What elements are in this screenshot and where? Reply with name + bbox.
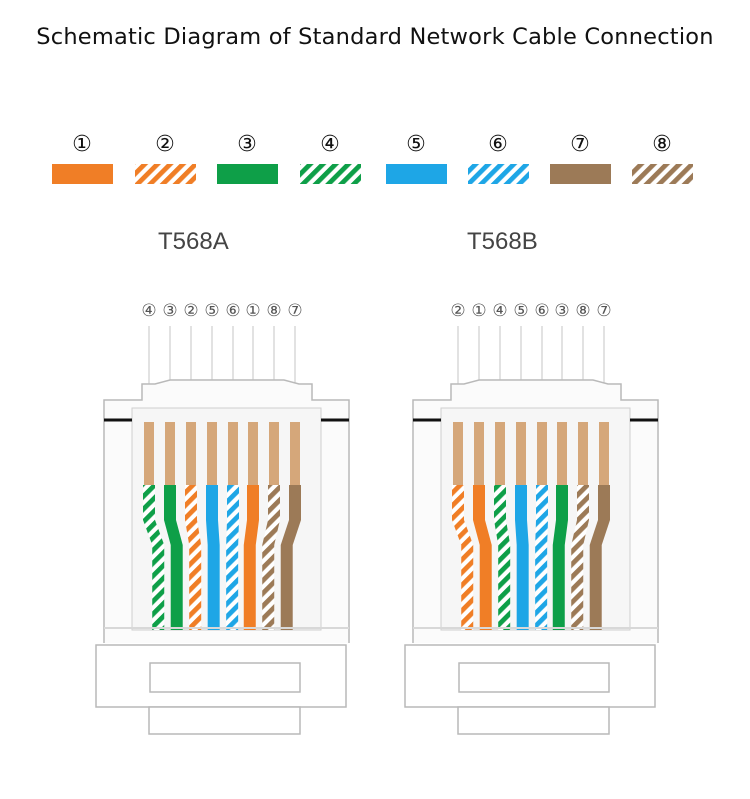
pin-number-label: ⑥ (534, 301, 549, 321)
legend-number: ③ (237, 132, 257, 157)
pin-number-label: ③ (162, 301, 177, 321)
standard-label: T568A (158, 228, 229, 255)
legend-number: ⑤ (406, 132, 426, 157)
pin-number-label: ③ (554, 301, 569, 321)
pin-number-label: ④ (492, 301, 507, 321)
gold-contact (165, 422, 175, 485)
wire-6 (226, 485, 239, 630)
gold-contact (207, 422, 217, 485)
wire-7 (589, 485, 610, 630)
pin-number-label: ⑥ (225, 301, 240, 321)
wire-8 (571, 485, 589, 630)
gold-contact (578, 422, 588, 485)
gold-contact (269, 422, 279, 485)
gold-contact (537, 422, 547, 485)
gold-contact (186, 422, 196, 485)
cable-stub (148, 706, 301, 735)
pin-number-label: ① (471, 301, 486, 321)
wire-5 (206, 485, 220, 630)
wire-2 (185, 485, 202, 630)
legend-number: ⑧ (652, 132, 672, 157)
legend-swatch (52, 164, 113, 184)
legend-swatch (386, 164, 447, 184)
wire-3 (552, 485, 568, 630)
page-title: Schematic Diagram of Standard Network Ca… (36, 24, 714, 50)
gold-contact (557, 422, 567, 485)
pin-number-label: ② (183, 301, 198, 321)
pin-number-label: ⑤ (204, 301, 219, 321)
wire-1 (473, 485, 492, 630)
pin-number-label: ⑦ (596, 301, 611, 321)
legend-swatch (135, 164, 196, 184)
wire-5 (515, 485, 529, 630)
standard-label: T568B (467, 228, 538, 255)
color-legend: ① ② ③ ④ ⑤ ⑥ ⑦ ⑧ (52, 132, 693, 184)
wire-8 (262, 485, 280, 630)
wire-1 (243, 485, 259, 630)
boot-slot (149, 662, 301, 693)
legend-swatch (300, 164, 361, 184)
gold-contact (290, 422, 300, 485)
legend-swatch (632, 164, 693, 184)
wire-2 (452, 485, 474, 630)
wire-7 (280, 485, 301, 630)
pin-number-label: ⑤ (513, 301, 528, 321)
pin-number-label: ⑧ (266, 301, 281, 321)
pin-number-label: ⑧ (575, 301, 590, 321)
gold-contact (453, 422, 463, 485)
gold-contact (228, 422, 238, 485)
gold-contact (248, 422, 258, 485)
pin-number-label: ④ (141, 301, 156, 321)
gold-contact (599, 422, 609, 485)
wire-3 (164, 485, 183, 630)
pin-number-label: ⑦ (287, 301, 302, 321)
gold-contact (516, 422, 526, 485)
legend-swatch (217, 164, 278, 184)
gold-contact (495, 422, 505, 485)
gold-contact (144, 422, 154, 485)
legend-number: ⑥ (488, 132, 508, 157)
legend-number: ② (155, 132, 175, 157)
cable-stub (457, 706, 610, 735)
pin-number-label: ① (245, 301, 260, 321)
boot-slot (458, 662, 610, 693)
legend-number: ④ (320, 132, 340, 157)
wire-6 (535, 485, 548, 630)
gold-contact (474, 422, 484, 485)
legend-swatch (468, 164, 529, 184)
legend-number: ⑦ (570, 132, 590, 157)
legend-number: ① (72, 132, 92, 157)
pin-number-label: ② (450, 301, 465, 321)
wire-4 (494, 485, 511, 630)
wire-4 (143, 485, 165, 630)
legend-swatch (550, 164, 611, 184)
